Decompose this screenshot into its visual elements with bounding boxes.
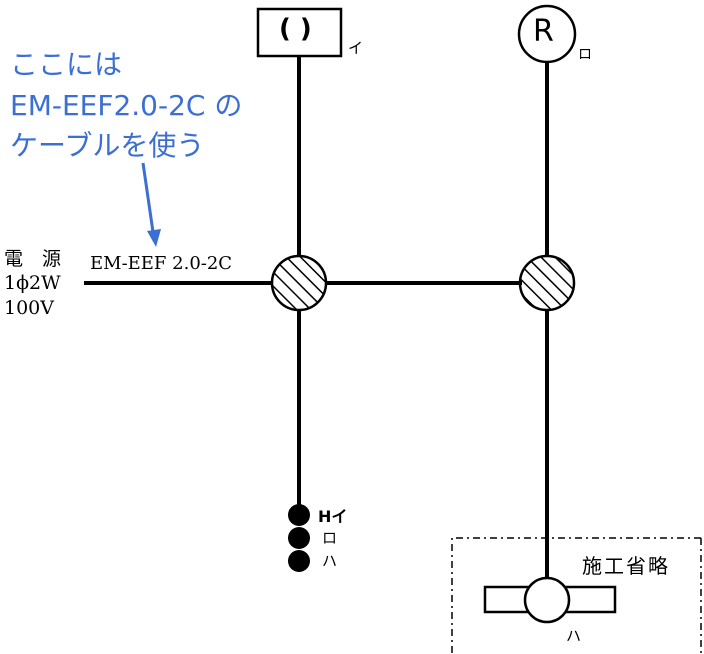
fixture-ro-symbol: R bbox=[533, 14, 554, 49]
fixture-i-box bbox=[256, 7, 343, 58]
junction-box-right bbox=[518, 254, 576, 312]
annotation-line-3: ケーブルを使う bbox=[10, 129, 205, 162]
switch-dot-ha bbox=[288, 550, 310, 572]
omitted-area-label: 施工省略 bbox=[582, 554, 670, 578]
switch-dot-ro bbox=[288, 527, 310, 549]
fixture-i-label: イ bbox=[348, 39, 364, 57]
annotation-arrow-head bbox=[147, 229, 161, 247]
cable-label: EM-EEF 2.0-2C bbox=[90, 253, 233, 274]
switch-label-i: Hイ bbox=[318, 507, 348, 526]
fixture-ro-circle bbox=[517, 4, 577, 64]
annotation-line-1: ここには bbox=[10, 48, 123, 81]
fixture-ha-circle bbox=[523, 576, 571, 624]
fixture-i-symbol: ( ) bbox=[279, 14, 312, 44]
power-source-phase: 1ϕ2W bbox=[4, 272, 61, 294]
switch-dot-i bbox=[288, 504, 310, 526]
annotation-line-2: EM-EEF2.0-2C の bbox=[10, 89, 243, 122]
annotation-arrow-shaft bbox=[141, 162, 155, 233]
fixture-ha-label: ハ bbox=[566, 627, 582, 645]
fixture-ro-label: ロ bbox=[578, 47, 592, 63]
switch-label-ro: ロ bbox=[322, 529, 338, 547]
power-source-voltage: 100V bbox=[4, 297, 54, 319]
power-source-label: 電 源 bbox=[4, 248, 62, 270]
omitted-area-box bbox=[451, 537, 702, 654]
junction-box-left bbox=[270, 254, 328, 312]
switch-label-ha: ハ bbox=[322, 552, 338, 570]
